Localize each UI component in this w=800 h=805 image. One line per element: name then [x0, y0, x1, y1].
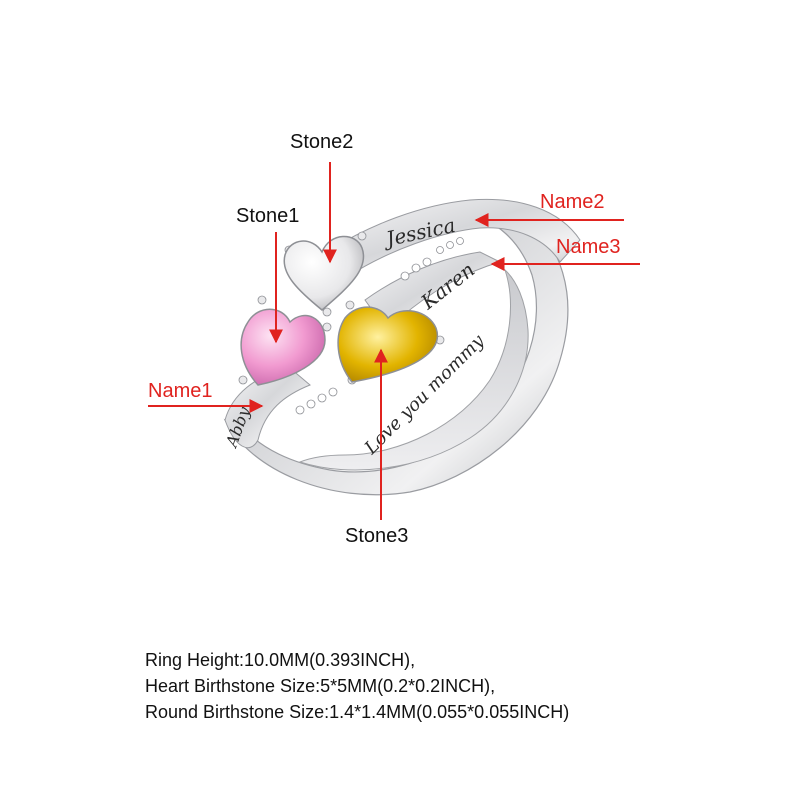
- name1-label: Name1: [148, 380, 213, 402]
- spec-heart-stone-size: Heart Birthstone Size:5*5MM(0.2*0.2INCH)…: [145, 676, 496, 696]
- spec-ring-height: Ring Height:10.0MM(0.393INCH),: [145, 650, 416, 670]
- name2-label: Name2: [540, 191, 605, 213]
- stone2-label: Stone2: [290, 131, 354, 153]
- name3-label: Name3: [556, 236, 621, 258]
- spec-round-stone-size: Round Birthstone Size:1.4*1.4MM(0.055*0.…: [145, 702, 570, 722]
- stone1-label: Stone1: [236, 205, 300, 227]
- callout-arrows: [148, 162, 640, 520]
- stone1-heart: [240, 308, 326, 386]
- accent-stones: [295, 237, 464, 415]
- stone3-heart: [337, 306, 439, 383]
- spec-list: Ring Height:10.0MM(0.393INCH), Heart Bir…: [145, 647, 569, 725]
- ring-band-inner: [298, 268, 529, 471]
- ring-band-left: [224, 367, 311, 449]
- stone2-heart: [283, 235, 365, 311]
- ring-band-upper: [329, 198, 581, 276]
- stone3-label: Stone3: [345, 525, 409, 547]
